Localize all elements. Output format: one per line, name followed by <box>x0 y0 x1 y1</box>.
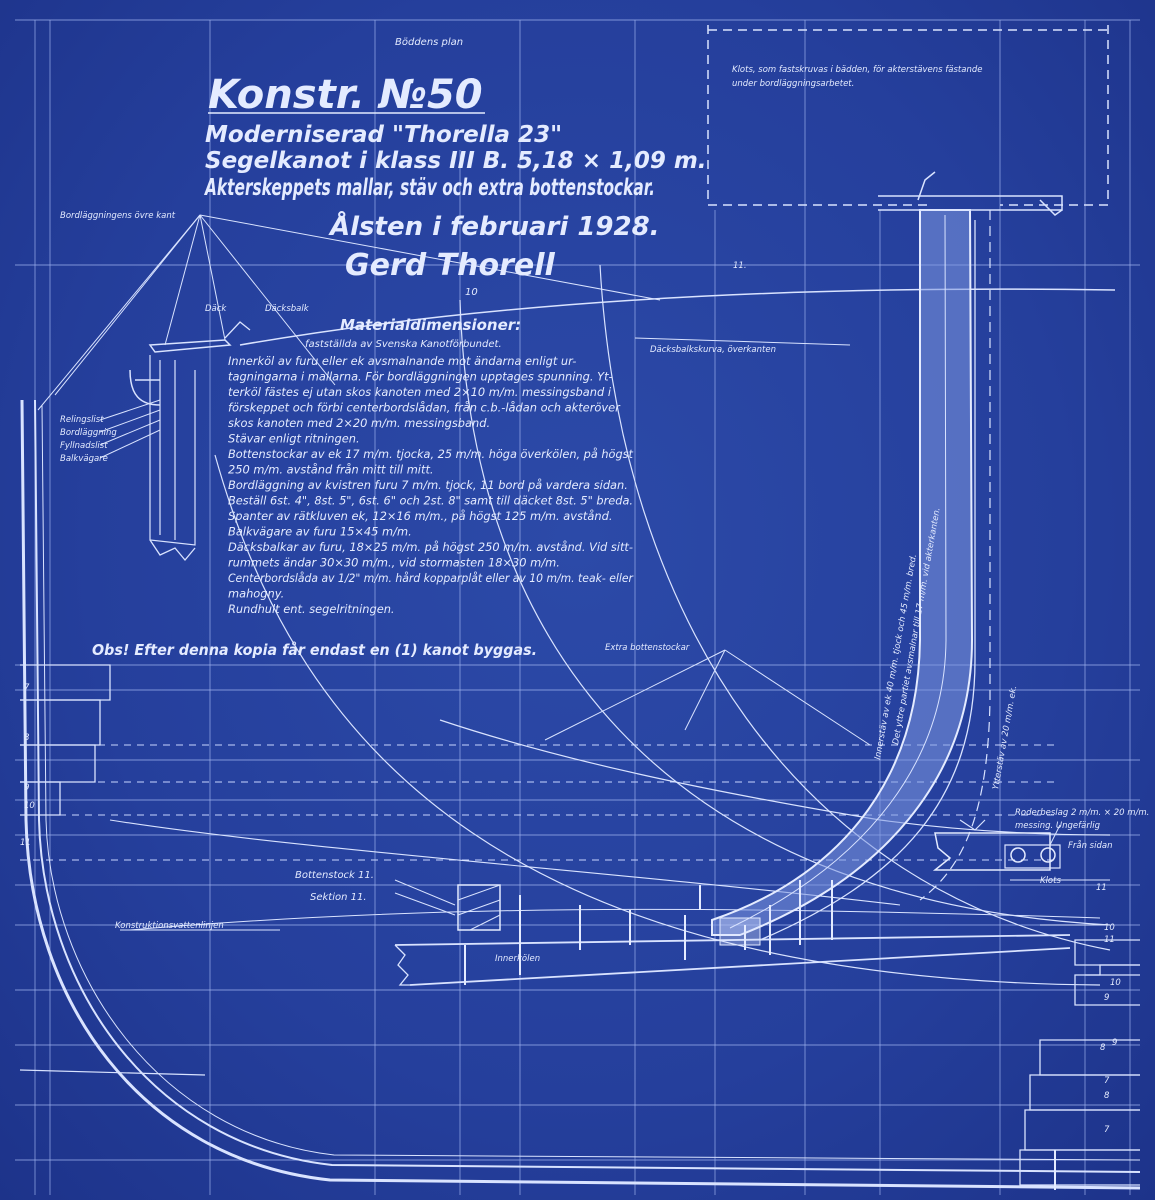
section-numbers-left: 7 8 9 10 11 <box>20 683 35 848</box>
materials-line: terköl fästes ej utan skos kanoten med 2… <box>228 385 612 399</box>
klots-note-line-1: Klots, som fastskruvas i bädden, för akt… <box>732 65 982 75</box>
materials-line: Balkvägare av furu 15×45 m/m. <box>228 525 412 539</box>
materials-line: tagningarna i mallarna. För bordläggning… <box>228 370 613 384</box>
label-roderbeslag: Roderbeslag 2 m/m. × 20 m/m. <box>1015 808 1149 818</box>
materials-line: Innerköl av furu eller ek avsmalnande mo… <box>228 354 576 368</box>
label-ytterstav: Ytterstäv av 20 m/m. ek. <box>991 685 1019 791</box>
station-number: 8 <box>24 733 30 743</box>
materials-line: förskeppet och förbi centerbordslådan, f… <box>228 401 621 415</box>
title-line-2: Segelkanot i klass III B. 5,18 × 1,09 m. <box>205 148 707 174</box>
label-konstruktionsvattenlinjen: Konstruktionsvattenlinjen <box>115 921 224 931</box>
label-ten: 10 <box>465 287 478 298</box>
label-relingslist: Relingslist <box>60 415 104 425</box>
label-dack: Däck <box>205 304 227 314</box>
materials-line: rummets ändar 30×30 m/m., vid stormasten… <box>228 556 560 570</box>
station-number: 7 <box>1104 1125 1110 1135</box>
leader-lines <box>37 214 1110 931</box>
deck-beam-curve <box>239 288 1116 346</box>
station-number: 11 <box>20 838 31 848</box>
drawing-number: Konstr. №50 <box>208 72 483 118</box>
station-number: 10 <box>24 801 35 811</box>
klots-note-line-2: under bordläggningsarbetet. <box>732 79 854 89</box>
label-roderbeslag-2: messing. Ungefärlig <box>1015 821 1101 831</box>
station-number: 10 <box>1110 978 1121 988</box>
station-number: 9 <box>24 783 29 793</box>
label-dacksbalkskurva: Däcksbalkskurva, överkanten <box>650 345 776 355</box>
materials-line: Bordläggning av kvistren furu 7 m/m. tjo… <box>228 478 628 492</box>
obs-note: Obs! Efter denna kopia får endast en (1)… <box>92 641 537 659</box>
station-number: 7 <box>24 683 30 693</box>
label-bottenstock: Bottenstock 11. <box>295 870 374 881</box>
station-number: 11 <box>1104 935 1115 945</box>
materials-block: Materialdimensioner: fastställda av Sven… <box>228 316 634 616</box>
gunwale-detail <box>129 321 251 562</box>
materials-line: Beställ 6st. 4", 8st. 5", 6st. 6" och 2s… <box>228 494 633 508</box>
materials-line: Centerbordslåda av 1/2" m/m. hård koppar… <box>228 571 634 585</box>
materials-line: Stävar enligt ritningen. <box>228 432 360 446</box>
label-extra-bottenstockar: Extra bottenstockar <box>605 643 690 653</box>
station-number: 7 <box>1104 1076 1110 1086</box>
label-dacksbalk: Däcksbalk <box>265 304 310 314</box>
screws <box>464 880 1056 1190</box>
klots-note: Klots, som fastskruvas i bädden, för akt… <box>732 65 982 89</box>
drawing-date: Ålsten i februari 1928. <box>328 210 660 242</box>
plan-label: Böddens plan <box>395 37 463 48</box>
rudder-fitting <box>932 819 1061 871</box>
station-number: 9 <box>1104 993 1109 1003</box>
station-number: 8 <box>1100 1043 1106 1053</box>
materials-line: Spanter av rätkluven ek, 12×16 m/m., på … <box>228 509 612 523</box>
station-number: 10 <box>1104 923 1115 933</box>
materials-line: 250 m/m. avstånd från mitt till mitt. <box>228 463 434 477</box>
materials-lines: Innerköl av furu eller ek avsmalnande mo… <box>228 354 634 616</box>
section-numbers-right: 11. 11 10 11 10 9 8 9 7 8 7 <box>733 261 1121 1135</box>
label-balkvagare: Balkvägare <box>60 454 108 464</box>
station-steps-left <box>20 664 111 816</box>
label-bordlaggning: Bordläggning <box>60 428 117 438</box>
materials-heading: Materialdimensioner: <box>340 316 521 334</box>
materials-subheading: fastställda av Svenska Kanotförbundet. <box>305 339 502 350</box>
materials-line: skos kanoten med 2×20 m/m. messingsband. <box>228 416 490 430</box>
klots-box <box>707 25 1109 206</box>
dashed-waterlines <box>20 744 1060 861</box>
title-block: Konstr. №50 Moderniserad "Thorella 23" S… <box>204 72 707 283</box>
label-innerkolen: Innerkölen <box>495 954 540 964</box>
label-bord-overkant: Bordläggningens övre kant <box>60 211 176 221</box>
label-sektion: Sektion 11. <box>310 892 367 903</box>
materials-line: mahogny. <box>228 587 284 601</box>
designer-signature: Gerd Thorell <box>345 248 556 283</box>
title-line-1: Moderniserad "Thorella 23" <box>205 122 562 148</box>
stern-post <box>711 171 1063 941</box>
label-klots: Klots <box>1040 876 1061 886</box>
title-line-3: Akterskeppets mallar, stäv och extra bot… <box>204 175 655 201</box>
materials-line: Däcksbalkar av furu, 18×25 m/m. på högst… <box>228 540 633 554</box>
label-fran-sidan: Från sidan <box>1068 840 1112 851</box>
materials-line: Rundhult ent. segelritningen. <box>228 602 395 616</box>
label-fyllnadslist: Fyllnadslist <box>60 441 108 451</box>
station-number: 11 <box>1096 883 1107 893</box>
station-steps-right <box>1019 939 1140 1186</box>
materials-line: Bottenstockar av ek 17 m/m. tjocka, 25 m… <box>228 447 634 461</box>
inner-keel <box>394 884 1071 986</box>
station-number: 9 <box>1112 1038 1117 1048</box>
station-number: 8 <box>1104 1091 1110 1101</box>
station-number: 11. <box>733 261 747 271</box>
